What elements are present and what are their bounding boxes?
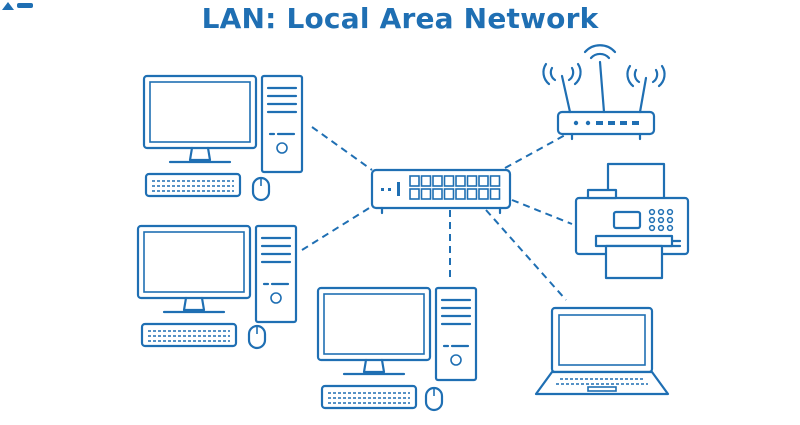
connection-printer — [511, 199, 573, 225]
printer-key — [657, 224, 665, 232]
printer-key — [657, 208, 665, 216]
printer-key — [666, 216, 674, 224]
switch-port — [443, 188, 455, 200]
switch-port — [489, 175, 501, 187]
printer-icon — [574, 162, 690, 280]
printer-key — [666, 208, 674, 216]
desktop-computer-icon — [142, 74, 304, 202]
diagram-title: LAN: Local Area Network — [201, 2, 599, 35]
printer-key — [657, 216, 665, 224]
printer-key — [648, 216, 656, 224]
printer-key — [648, 208, 656, 216]
switch-port — [455, 188, 466, 200]
connection-desktop-2 — [301, 199, 383, 251]
switch-port — [420, 175, 432, 187]
switch-port — [432, 175, 443, 187]
switch-port — [478, 188, 489, 200]
connections — [301, 126, 579, 301]
switch-port — [409, 175, 420, 187]
printer-key — [666, 224, 674, 232]
desktop-computer-icon — [316, 286, 478, 412]
connection-router — [504, 127, 579, 169]
switch-port — [466, 188, 478, 200]
logo-fragment-icon — [2, 2, 33, 10]
desktop-computer-icon — [136, 224, 298, 350]
switch-port — [455, 175, 466, 187]
connection-desktop-1 — [311, 126, 373, 171]
switch-port — [466, 175, 478, 187]
printer-key — [648, 224, 656, 232]
switch-port — [489, 188, 501, 200]
switch-port — [420, 188, 432, 200]
connection-laptop — [485, 209, 567, 301]
network-switch-icon — [370, 168, 512, 215]
switch-port — [432, 188, 443, 200]
switch-port — [409, 188, 420, 200]
wifi-router-icon — [542, 44, 666, 141]
switch-port — [478, 175, 489, 187]
switch-port — [443, 175, 455, 187]
laptop-icon — [534, 306, 670, 396]
